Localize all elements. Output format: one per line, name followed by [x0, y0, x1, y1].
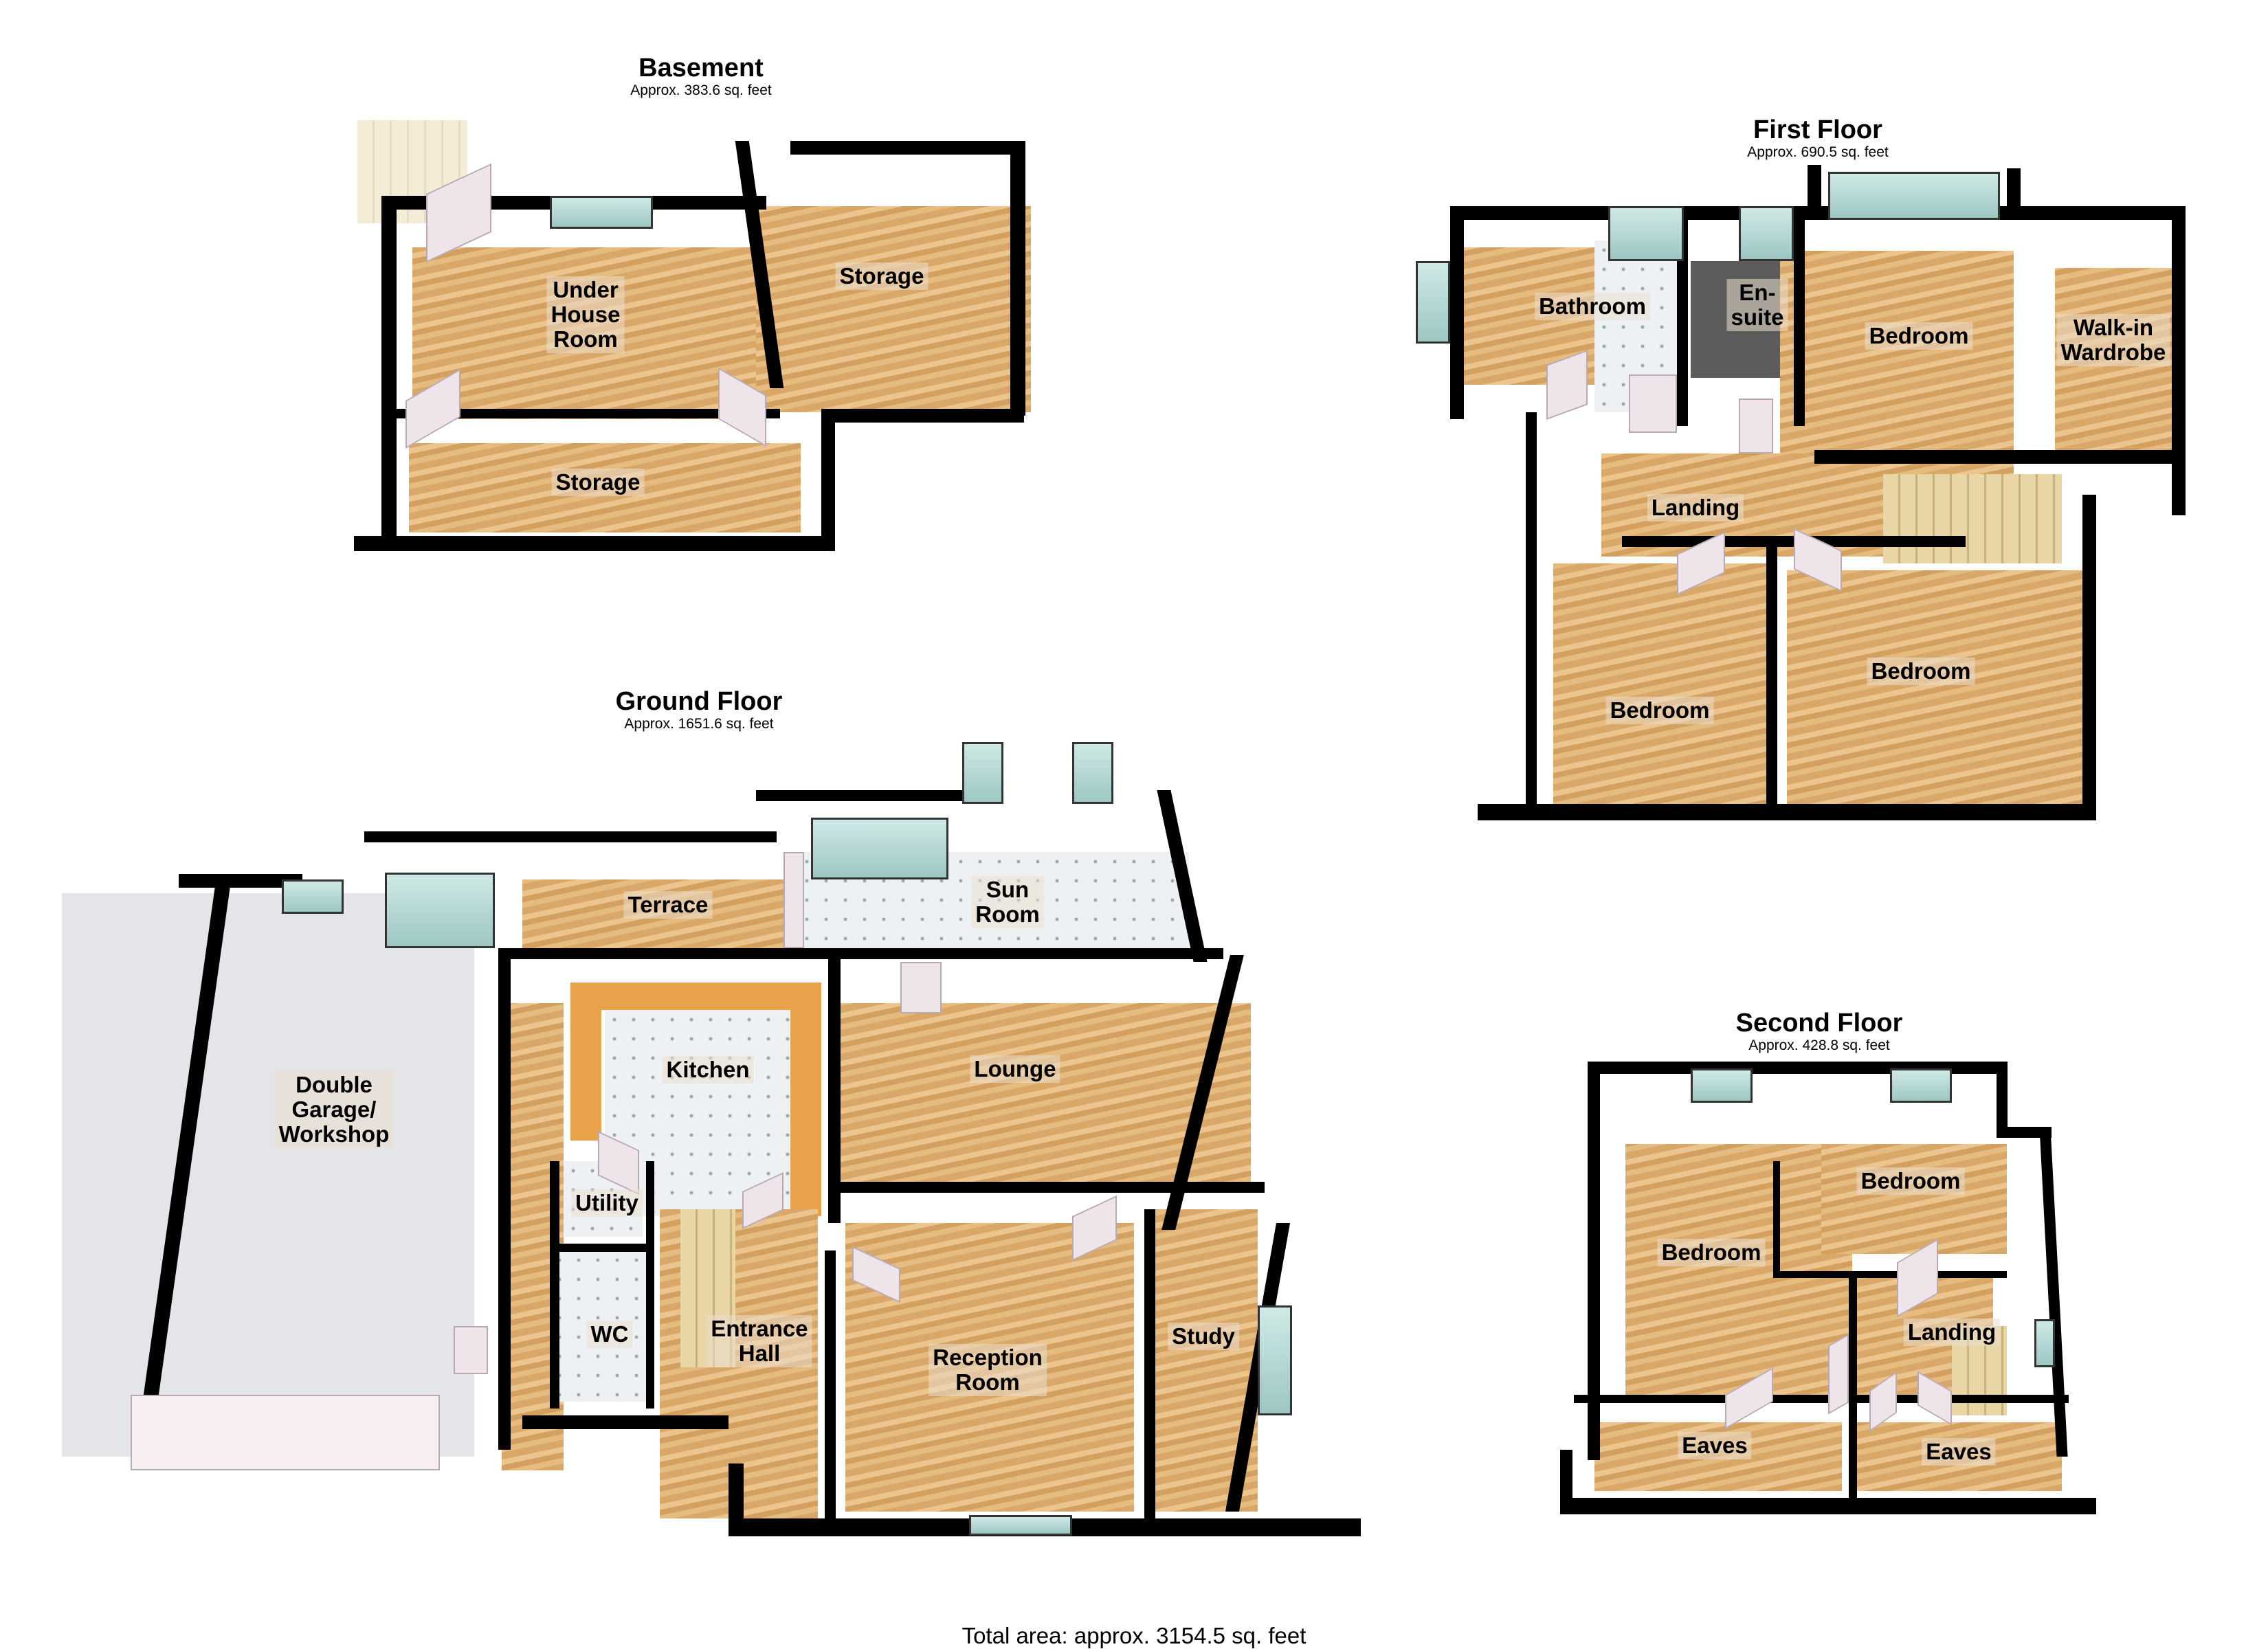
second-floor-window [2034, 1319, 2055, 1367]
room-label: Bedroom [1867, 658, 1975, 685]
room-label: Walk-in Wardrobe [2056, 314, 2170, 366]
floor-area: Approx. 383.6 sq. feet [630, 82, 772, 98]
ground-floor-window [385, 873, 495, 948]
room-label: Bedroom [1657, 1239, 1766, 1266]
room-bedroom-right [1787, 570, 2082, 818]
room-label: Bedroom [1865, 322, 1973, 350]
ground-floor-title: Ground Floor Approx. 1651.6 sq. feet [562, 687, 836, 732]
ground-floor-window [1072, 742, 1113, 804]
floor-area: Approx. 1651.6 sq. feet [624, 716, 774, 732]
floor-area: Approx. 690.5 sq. feet [1747, 144, 1889, 160]
room-wc [550, 1250, 653, 1402]
total-area: Total area: approx. 3154.5 sq. feet [961, 1623, 1307, 1648]
first-floor-door[interactable] [1629, 374, 1677, 433]
room-label: Terrace [623, 891, 713, 919]
first-floor-window [1739, 206, 1794, 261]
second-floor-door[interactable] [1828, 1334, 1849, 1415]
second-floor-title: Second Floor Approx. 428.8 sq. feet [1682, 1009, 1957, 1054]
ground-floor-door[interactable] [454, 1326, 488, 1374]
room-bedroom-main [1780, 251, 2014, 464]
garage-door[interactable] [131, 1395, 440, 1470]
room-label: Storage [835, 262, 929, 290]
room-label: Under House Room [546, 276, 625, 353]
room-label: Bedroom [1605, 697, 1714, 724]
room-label: Bathroom [1535, 293, 1650, 320]
room-bedroom-left [1553, 563, 1766, 818]
kitchen-counter [790, 983, 821, 1216]
room-label: Lounge [970, 1055, 1060, 1083]
room-label: Study [1168, 1323, 1239, 1350]
first-floor-window [1828, 172, 2000, 220]
room-label: Eaves [1922, 1438, 1996, 1466]
room-label: Bedroom [1856, 1167, 1965, 1195]
room-label: Entrance Hall [707, 1315, 812, 1367]
room-label: Eaves [1678, 1432, 1752, 1459]
room-label: Landing [1903, 1319, 2001, 1346]
basement-window [550, 196, 653, 229]
room-label: WC [586, 1321, 633, 1348]
floor-name: Basement [638, 54, 764, 82]
floor-name: First Floor [1753, 115, 1882, 144]
ground-floor-window [962, 742, 1003, 804]
ground-floor-window [811, 818, 948, 879]
kitchen-counter [570, 983, 818, 1010]
room-label: En-suite [1726, 279, 1788, 331]
first-floor-stairs [1883, 474, 2062, 563]
kitchen-counter [570, 983, 601, 1141]
floor-name: Second Floor [1735, 1009, 1903, 1037]
ground-floor-window [282, 879, 344, 914]
first-floor-window [1608, 206, 1684, 261]
basement-title: Basement Approx. 383.6 sq. feet [564, 54, 838, 99]
room-label: Utility [571, 1189, 643, 1217]
room-label: Sun Room [971, 876, 1044, 928]
room-label: Storage [551, 469, 645, 496]
floor-name: Ground Floor [615, 687, 783, 716]
first-floor-window [1416, 261, 1450, 344]
ground-floor-door[interactable] [900, 962, 942, 1013]
second-floor-window [1890, 1068, 1952, 1103]
room-double-garage [62, 893, 474, 1457]
room-label: Kitchen [662, 1056, 754, 1084]
ground-floor-door[interactable] [783, 852, 804, 948]
room-label: Landing [1647, 494, 1744, 521]
first-floor-title: First Floor Approx. 690.5 sq. feet [1680, 115, 1955, 161]
room-storage-right [756, 206, 1031, 412]
first-floor-door[interactable] [1739, 399, 1773, 453]
floor-area: Approx. 428.8 sq. feet [1748, 1037, 1890, 1053]
room-label: Reception Room [929, 1344, 1047, 1396]
room-bedroom-small [1821, 1144, 2007, 1254]
ground-floor-window [969, 1515, 1072, 1536]
ground-floor-window [1258, 1305, 1292, 1415]
second-floor-window [1691, 1068, 1753, 1103]
room-label: Double Garage/ Workshop [274, 1071, 394, 1148]
